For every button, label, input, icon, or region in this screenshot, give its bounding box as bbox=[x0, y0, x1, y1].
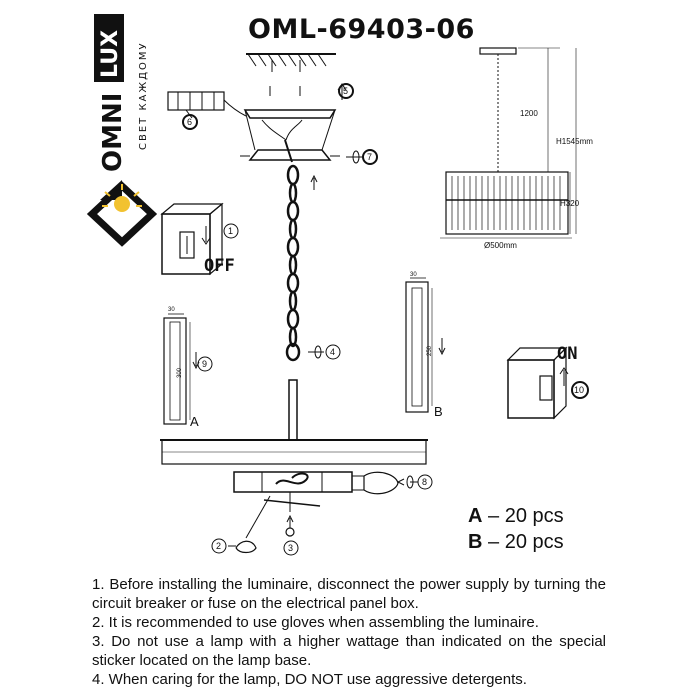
quantity-a-letter: A bbox=[468, 505, 483, 527]
dimension-drawing bbox=[440, 47, 577, 239]
quantity-b: B – 20 pcs bbox=[468, 531, 564, 554]
crystal-a-icon bbox=[163, 313, 200, 425]
note-1: 1. Before installing the luminaire, disc… bbox=[92, 576, 606, 612]
diagram-label: 6 bbox=[187, 117, 192, 127]
note-2: 2. It is recommended to use gloves when … bbox=[92, 614, 539, 631]
crystal-a-length: 300 bbox=[177, 367, 183, 378]
lamp-frame bbox=[160, 379, 428, 512]
safety-notes: 1. Before installing the luminaire, disc… bbox=[92, 575, 606, 689]
brand-tagline: СВЕТ КАЖДОМУ bbox=[138, 41, 149, 150]
quantity-a-text: – 20 pcs bbox=[482, 505, 564, 527]
logo-emblem-icon bbox=[86, 180, 158, 247]
brand-logo: LUX OMNI СВЕТ КАЖДОМУ bbox=[86, 14, 158, 247]
step-9-marker: 9 bbox=[197, 356, 213, 372]
dim-chain-length: 1200 bbox=[520, 109, 538, 118]
diagram-label: 3 bbox=[288, 543, 293, 553]
bulb-icon bbox=[351, 471, 418, 495]
part-label-a: A bbox=[190, 414, 199, 429]
step-6-marker: 6 bbox=[182, 114, 198, 130]
brand-name-lux: LUX bbox=[98, 30, 123, 78]
wall-switch-off-icon bbox=[160, 202, 224, 276]
crystal-b-icon bbox=[405, 277, 446, 413]
dim-body-height: H320 bbox=[560, 199, 580, 208]
step-markers: 1 2 3 4 5 6 7 8 9 10 bbox=[182, 83, 589, 556]
step-3-marker: 3 bbox=[283, 540, 299, 556]
step-4-marker: 4 bbox=[325, 344, 341, 360]
step-5-marker: 5 bbox=[338, 83, 354, 99]
brand-name-omni: OMNI bbox=[98, 93, 128, 172]
dim-diameter: Ø500mm bbox=[484, 241, 517, 250]
switch-off-label: OFF bbox=[204, 256, 235, 276]
step-1-marker: 1 bbox=[223, 223, 239, 239]
switch-on-label: ON bbox=[557, 344, 578, 364]
part-label-b: B bbox=[434, 404, 443, 419]
wall-switch-on-icon bbox=[506, 346, 569, 420]
step-7-marker: 7 bbox=[362, 149, 378, 165]
diagram-label: 1 bbox=[228, 226, 233, 236]
dim-total-height: H1545mm bbox=[556, 137, 593, 146]
quantity-b-letter: B bbox=[468, 531, 483, 553]
diagram-label: 4 bbox=[330, 347, 335, 357]
finial-and-wire-detail bbox=[235, 495, 321, 554]
diagram-label: 2 bbox=[216, 541, 221, 551]
model-number: OML-69403-06 bbox=[248, 14, 475, 45]
quantity-b-text: – 20 pcs bbox=[482, 531, 564, 553]
quantity-a: A – 20 pcs bbox=[468, 505, 564, 528]
crystal-b-length: 250 bbox=[427, 345, 433, 356]
crystal-b-width: 30 bbox=[410, 272, 417, 278]
diagram-label: 9 bbox=[202, 359, 207, 369]
diagram-label: 10 bbox=[574, 385, 584, 395]
step-10-marker: 10 bbox=[571, 381, 589, 399]
diagram-label: 7 bbox=[367, 152, 372, 162]
ceiling-mount-group bbox=[240, 53, 347, 163]
step-8-marker: 8 bbox=[417, 474, 433, 490]
terminal-block-icon bbox=[167, 91, 247, 119]
note-4: 4. When caring for the lamp, DO NOT use … bbox=[92, 671, 527, 688]
crystal-a-width: 30 bbox=[168, 307, 175, 313]
suspension-chain bbox=[285, 164, 301, 362]
screw-icons bbox=[228, 150, 414, 547]
step-2-marker: 2 bbox=[211, 538, 227, 554]
diagram-label: 8 bbox=[422, 477, 427, 487]
diagram-label: 5 bbox=[343, 86, 348, 96]
note-3: 3. Do not use a lamp with a higher watta… bbox=[92, 633, 606, 669]
